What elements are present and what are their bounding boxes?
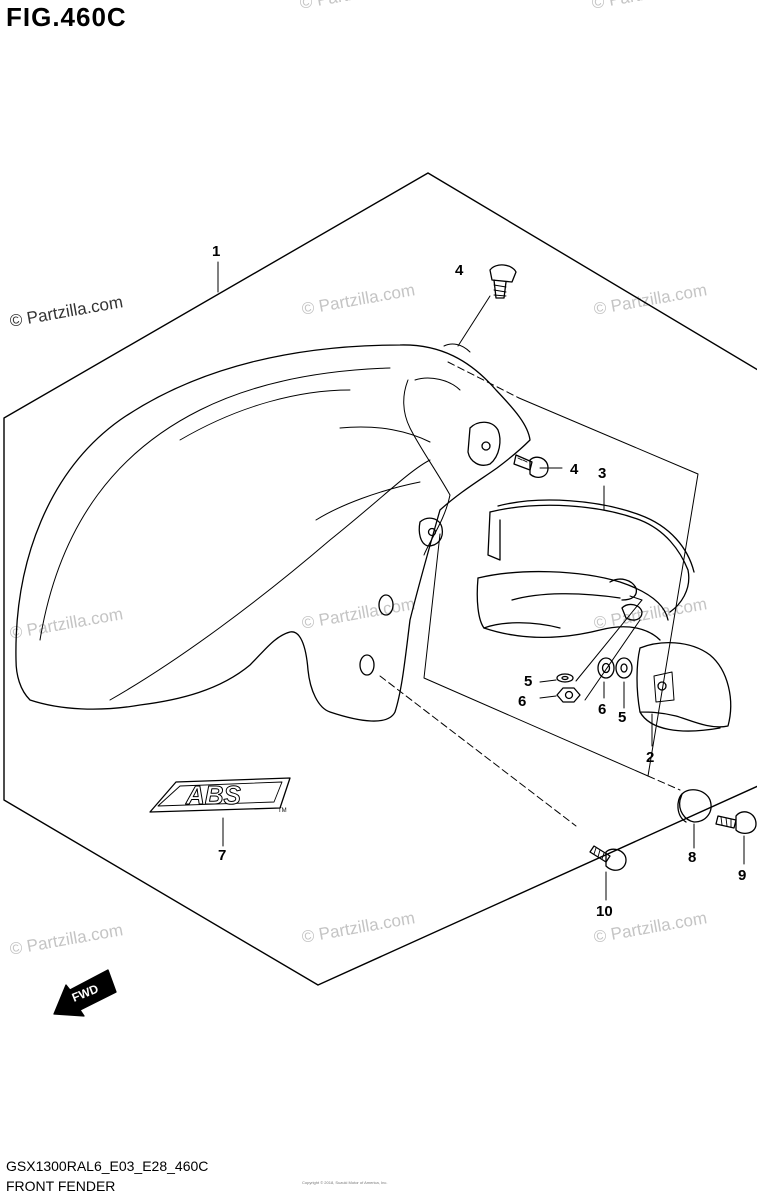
washer-5-right (615, 657, 633, 679)
grommet-8 (677, 789, 712, 823)
callout-8: 8 (688, 849, 696, 866)
callout-9: 9 (738, 867, 746, 884)
callout-6-left: 6 (518, 693, 526, 710)
callout-10: 10 (596, 903, 613, 920)
callout-3: 3 (598, 465, 606, 482)
callout-2: 2 (646, 749, 654, 766)
fwd-arrow: FWD (53, 969, 117, 1017)
bracket-subframe (423, 397, 699, 777)
nut-6-left (556, 687, 581, 703)
leader-lines (217, 261, 745, 901)
washer-5-left (556, 673, 574, 683)
fine-print: Copyright © 2018, Suzuki Motor of Americ… (302, 1180, 388, 1185)
callout-4-side: 4 (570, 461, 579, 478)
abs-decal-text: ABS (185, 780, 242, 810)
screw-9 (715, 811, 757, 835)
callout-1: 1 (212, 243, 220, 260)
screw-10 (589, 845, 627, 871)
assembly-boundary (3, 172, 757, 986)
nut-6-right (597, 657, 615, 679)
figure-code: GSX1300RAL6_E03_E28_460C (6, 1158, 209, 1174)
assembly-lines (379, 361, 681, 827)
abs-decal-tm: TM (278, 808, 287, 814)
front-fender (15, 343, 531, 722)
callout-6-right: 6 (598, 701, 606, 718)
abs-decal: ABS TM (149, 777, 291, 814)
callout-4-top: 4 (455, 262, 464, 279)
callout-labels: 1 2 3 4 4 5 5 6 6 7 8 9 10 (212, 243, 746, 920)
figure-name: FRONT FENDER (6, 1178, 116, 1194)
fender-bracket (476, 499, 732, 732)
callout-7: 7 (218, 847, 226, 864)
bolt-4-top (489, 264, 517, 299)
callout-5-right: 5 (618, 709, 626, 726)
figure-title: FIG.460C (6, 2, 127, 32)
bolt-4-side (513, 454, 549, 479)
callout-5-left: 5 (524, 673, 532, 690)
